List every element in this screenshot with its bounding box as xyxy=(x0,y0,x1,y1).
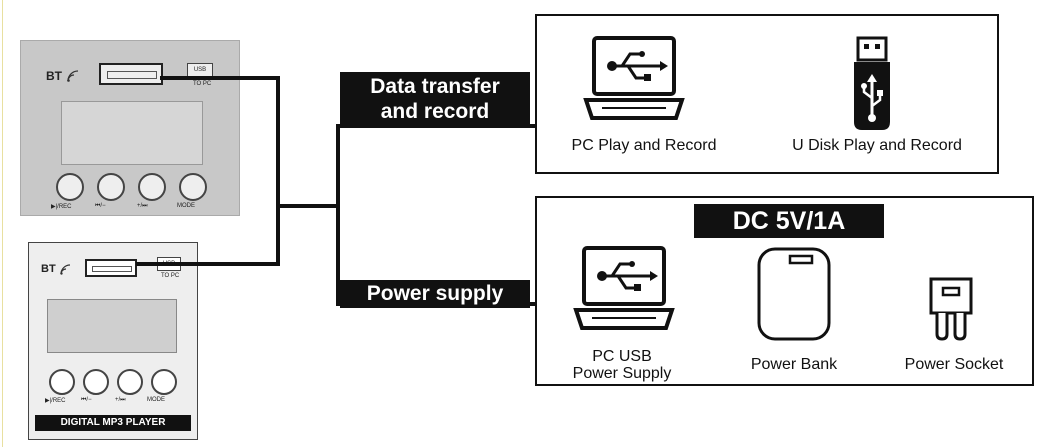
mini-usb-port[interactable]: USB xyxy=(187,63,213,77)
product-name-banner: DIGITAL MP3 PLAYER xyxy=(35,415,191,431)
pc-usb-power-line1: PC USB xyxy=(592,348,652,365)
laptop-usb-icon xyxy=(573,246,675,330)
button-label: MODE xyxy=(177,203,195,209)
power-socket-label: Power Socket xyxy=(904,356,1004,373)
data-transfer-line2: and record xyxy=(380,100,490,123)
usb-port-label: USB xyxy=(193,67,207,73)
usb-flash-drive-icon xyxy=(854,36,890,130)
bluetooth-signal-icon xyxy=(60,264,71,275)
power-socket-icon xyxy=(929,277,973,341)
mode-button[interactable] xyxy=(151,369,177,395)
wire-top-module-down xyxy=(276,76,280,264)
left-margin-rule xyxy=(2,0,3,447)
button-label: ⏮/− xyxy=(81,397,92,403)
usb-port[interactable] xyxy=(99,63,163,85)
button-label: ▶|/REC xyxy=(51,204,72,210)
power-bank-icon xyxy=(757,247,831,341)
button-label: +/⏭ xyxy=(137,203,148,209)
pc-play-record-label: PC Play and Record xyxy=(571,137,717,154)
usb-port[interactable] xyxy=(85,259,137,277)
to-pc-label: TO PC xyxy=(193,81,212,87)
power-bank-label: Power Bank xyxy=(750,356,838,373)
button-row: ▶|/REC ⏮/− +/⏭ MODE xyxy=(43,369,193,409)
udisk-play-record-label: U Disk Play and Record xyxy=(792,137,962,154)
button-label: MODE xyxy=(147,397,165,403)
bt-label: BT xyxy=(46,69,62,83)
button-row: ▶|/REC ⏮/− +/⏭ MODE xyxy=(51,173,221,213)
wire-to-data-box xyxy=(338,124,538,128)
lcd-display xyxy=(47,299,177,353)
to-pc-label: TO PC xyxy=(161,273,180,279)
bluetooth-signal-icon xyxy=(67,70,79,82)
bt-label: BT xyxy=(41,263,56,275)
mp3-module-bottom: BT USB TO PC ▶|/REC ⏮/− +/⏭ MODE DIGITAL… xyxy=(28,242,198,440)
laptop-usb-icon xyxy=(583,36,685,120)
button-label: ▶|/REC xyxy=(45,398,66,404)
pc-usb-power-label: PC USB Power Supply xyxy=(552,348,692,382)
prev-vol-down-button[interactable] xyxy=(83,369,109,395)
next-vol-up-button[interactable] xyxy=(117,369,143,395)
wire-top-module-right xyxy=(160,76,280,80)
dc-spec-banner: DC 5V/1A xyxy=(694,204,884,238)
next-vol-up-button[interactable] xyxy=(138,173,166,201)
mp3-module-top: BT USB TO PC ▶|/REC ⏮/− +/⏭ MODE xyxy=(20,40,240,216)
mode-button[interactable] xyxy=(179,173,207,201)
prev-vol-down-button[interactable] xyxy=(97,173,125,201)
power-supply-label: Power supply xyxy=(340,280,530,308)
pc-usb-power-line2: Power Supply xyxy=(572,365,672,382)
wire-junction-right xyxy=(278,204,340,208)
data-transfer-label: Data transfer and record xyxy=(340,72,530,124)
wire-bottom-module-right xyxy=(136,262,280,266)
button-label: ⏮/− xyxy=(95,203,106,209)
data-transfer-line1: Data transfer xyxy=(370,75,500,98)
play-rec-button[interactable] xyxy=(49,369,75,395)
play-rec-button[interactable] xyxy=(56,173,84,201)
lcd-display xyxy=(61,101,203,165)
wire-trunk-vertical xyxy=(336,124,340,306)
button-label: +/⏭ xyxy=(115,397,126,403)
